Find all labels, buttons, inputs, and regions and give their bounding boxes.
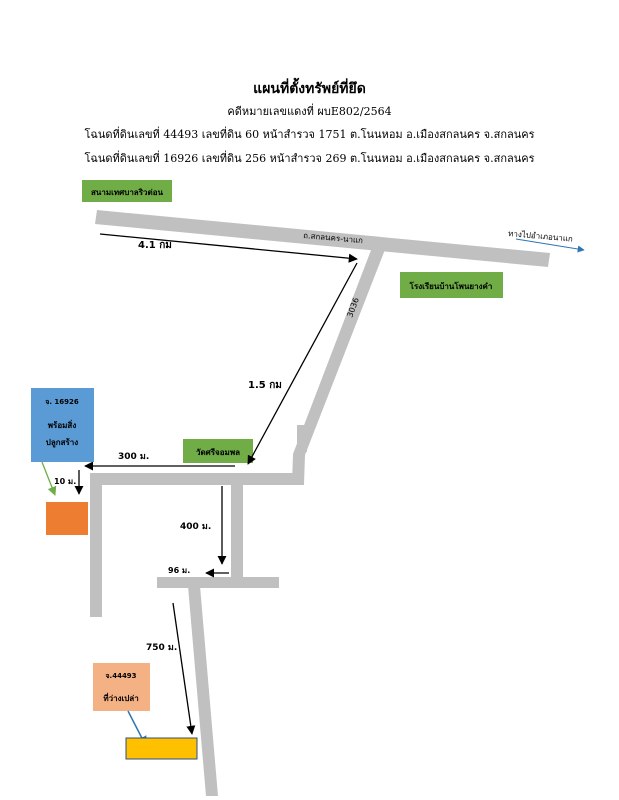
- arrow-1-5-km: [247, 262, 358, 465]
- road-temple-lane: [90, 473, 304, 485]
- road-3036: [292, 245, 386, 484]
- distance-1-5-km: 1.5 กม: [248, 380, 282, 391]
- road-stub: [297, 425, 307, 452]
- stadium-label-box: สนามเทศบาลริวต่อน: [82, 180, 172, 202]
- road-south-lane: [188, 586, 218, 796]
- distance-10-m: 10 ม.: [54, 477, 76, 486]
- road-middle-lane: [231, 473, 243, 579]
- plot-16926-number: จ. 16926: [45, 398, 79, 406]
- arrow-750-m: [172, 602, 196, 735]
- roads: [90, 210, 550, 796]
- plot-16926-label-box: จ. 16926 พร้อมสิ่ง ปลูกสร้าง: [31, 388, 94, 462]
- distance-750-m: 750 ม.: [146, 643, 177, 653]
- stadium-label: สนามเทศบาลริวต่อน: [91, 188, 163, 197]
- temple-label-box: วัดศรีจอมพล: [183, 439, 253, 463]
- road-sakon-naka: [95, 210, 550, 267]
- arrow-4-1-km: [99, 233, 358, 263]
- road-crossing-lane: [157, 577, 279, 588]
- plot-44493-label-box: จ.44493 ที่ว่างเปล่า: [93, 663, 150, 711]
- case-number-line: คดีหมายเลขแดงที่ ผบE802/2564: [227, 105, 392, 118]
- distance-4-1-km: 4.1 กม: [138, 240, 172, 251]
- plot-16926-parcel: [46, 502, 88, 535]
- plot-44493-parcel: [125, 737, 198, 760]
- school-label: โรงเรียนบ้านโพนยางคำ: [409, 281, 493, 291]
- temple-label: วัดศรีจอมพล: [196, 447, 240, 457]
- distance-96-m: 96 ม.: [168, 566, 190, 575]
- deed-line-44493: โฉนดที่ดินเลขที่ 44493 เลขที่ดิน 60 หน้า…: [84, 128, 535, 141]
- plot-44493-number: จ.44493: [105, 672, 136, 680]
- to-naka-label: ทางไปอำเภอนาแก: [508, 229, 574, 244]
- plot-16926-pointer: [41, 461, 57, 496]
- school-label-box: โรงเรียนบ้านโพนยางคำ: [400, 272, 503, 298]
- deed-line-16926: โฉนดที่ดินเลขที่ 16926 เลขที่ดิน 256 หน้…: [84, 152, 535, 165]
- road-west-branch: [90, 473, 102, 617]
- page-title: แผนที่ตั้งทรัพย์ที่ยึด: [253, 81, 366, 97]
- plot-16926-desc-line2: ปลูกสร้าง: [46, 437, 78, 448]
- distance-400-m: 400 ม.: [180, 522, 211, 532]
- to-naka-arrow: [515, 238, 585, 253]
- plot-44493-desc: ที่ว่างเปล่า: [103, 692, 138, 703]
- plot-16926-desc-line1: พร้อมสิ่ง: [48, 419, 77, 430]
- distance-300-m: 300 ม.: [118, 452, 149, 462]
